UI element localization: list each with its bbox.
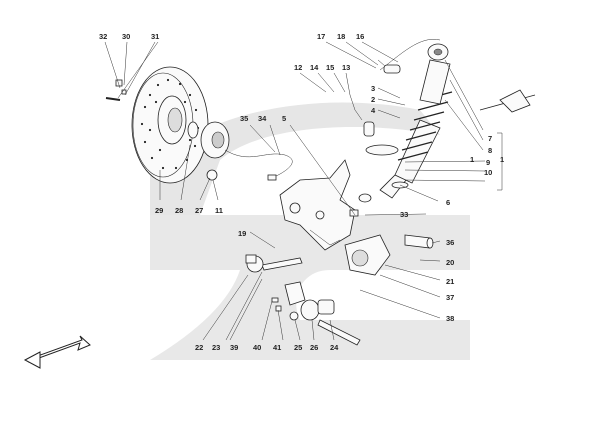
callout-21: 21: [446, 277, 454, 286]
callout-22: 22: [195, 343, 203, 352]
callout-7: 7: [488, 134, 492, 143]
callout-16: 16: [356, 32, 364, 41]
small-bracket: [349, 94, 363, 121]
callout-13: 13: [342, 63, 350, 72]
callout-17: 17: [317, 32, 325, 41]
callout-24: 24: [330, 343, 339, 352]
callout-40: 40: [253, 343, 261, 352]
callout-6: 6: [446, 198, 450, 207]
callout-18: 18: [337, 32, 345, 41]
callout-27: 27: [195, 206, 203, 215]
callout-36: 36: [446, 238, 454, 247]
wheel-hub: [187, 121, 230, 181]
callout-23: 23: [212, 343, 220, 352]
callout-39: 39: [230, 343, 238, 352]
callout-31: 31: [151, 32, 159, 41]
lower-parts: [245, 193, 434, 346]
callout-33: 33: [400, 210, 408, 219]
callout-41: 41: [273, 343, 281, 352]
callout-2: 2: [371, 95, 375, 104]
callout-15: 15: [326, 63, 334, 72]
callout-12: 12: [294, 63, 302, 72]
callout-9: 9: [486, 158, 490, 167]
callout-25: 25: [294, 343, 302, 352]
callout-34: 34: [258, 114, 267, 123]
callout-1: 1: [470, 155, 474, 164]
sensor-cable: [224, 149, 293, 179]
callout-8: 8: [488, 146, 492, 155]
callout-30: 30: [122, 32, 130, 41]
disc-bolts: [105, 79, 127, 101]
callout-28: 28: [175, 206, 183, 215]
callout-3: 3: [371, 84, 375, 93]
callout-4: 4: [371, 106, 376, 115]
upper-mount-linkage: [479, 89, 536, 113]
callout-14: 14: [310, 63, 319, 72]
shock-absorber: [363, 43, 453, 199]
adjuster-body: [383, 64, 401, 74]
callout-5: 5: [282, 114, 286, 123]
callout-labels: 1 1 2 3 4 5 6 7 8 9 10 11 12 13 14 15 16…: [99, 32, 504, 352]
callout-37: 37: [446, 293, 454, 302]
callout-11: 11: [215, 206, 223, 215]
leader-lines: [104, 41, 503, 341]
upright: [279, 159, 356, 251]
callout-10: 10: [484, 168, 492, 177]
callout-32: 32: [99, 32, 107, 41]
callout-20: 20: [446, 258, 454, 267]
callout-35: 35: [240, 114, 248, 123]
callout-19: 19: [238, 229, 246, 238]
callout-26: 26: [310, 343, 318, 352]
callout-1-group: 1: [500, 155, 504, 164]
callout-38: 38: [446, 314, 454, 323]
sensor-connector: [267, 174, 277, 181]
callout-29: 29: [155, 206, 163, 215]
